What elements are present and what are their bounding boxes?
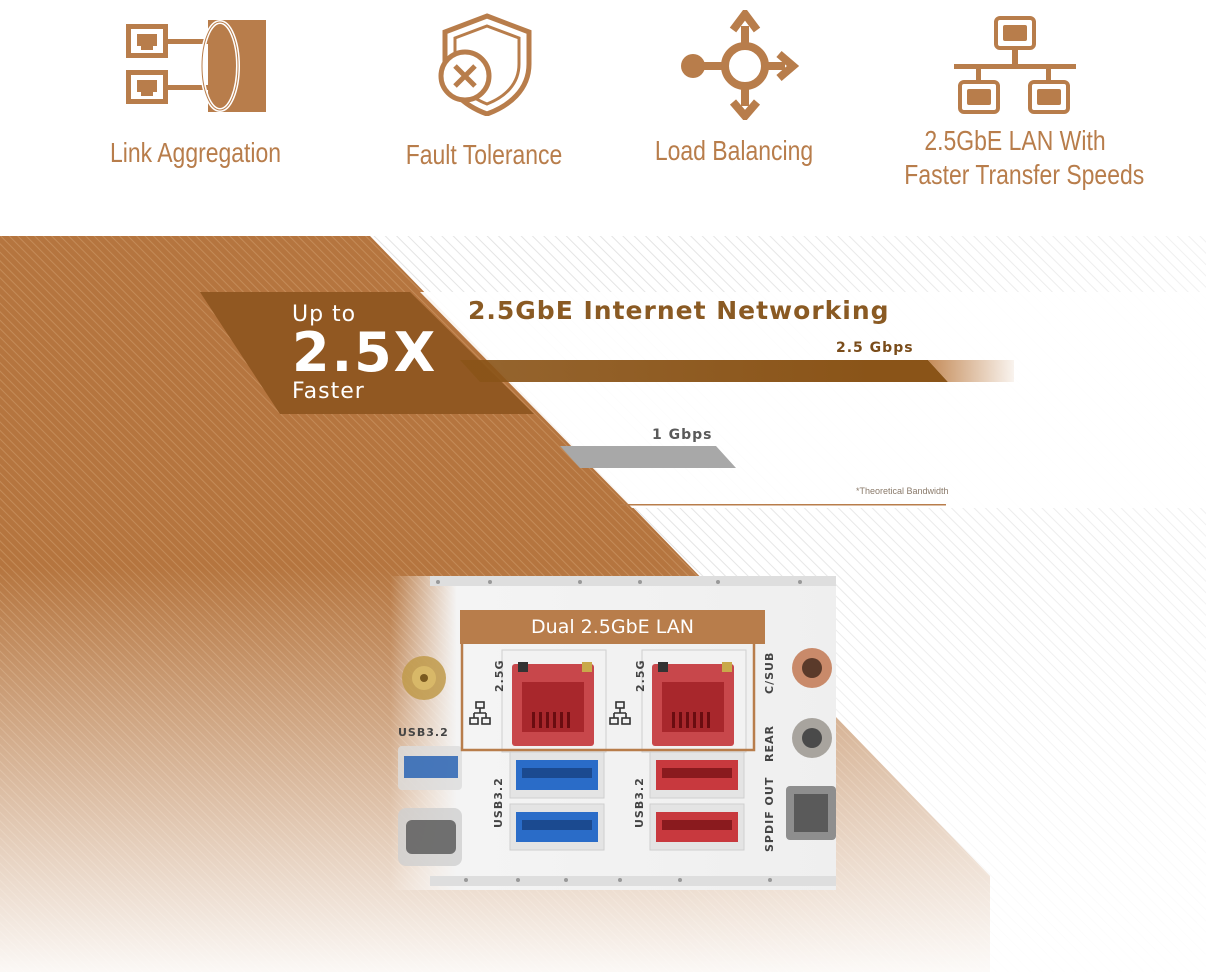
c-sub-label: C/SUB <box>763 651 776 694</box>
bar-label-1: 1 Gbps <box>652 427 713 443</box>
feature-load-balancing: Load Balancing <box>634 10 834 168</box>
feature-label: Fault Tolerance <box>405 139 563 170</box>
bandwidth-bars <box>460 360 1014 506</box>
load-balancing-icon <box>681 10 799 120</box>
badge-multiplier: 2.5X <box>292 321 438 384</box>
speed-badge: Up to 2.5X Faster <box>292 302 437 404</box>
baseline-rule <box>620 504 946 506</box>
bar-1-gbps <box>560 446 736 468</box>
feature-fault-tolerance: Fault Tolerance <box>384 12 584 172</box>
rear-label: REAR <box>763 725 776 762</box>
theoretical-note: *Theoretical Bandwidth <box>856 486 949 496</box>
usb-left-label: USB3.2 <box>492 777 505 828</box>
lan2-speed-label: 2.5G <box>634 659 647 692</box>
usb-edge-label: USB3.2 <box>398 726 449 739</box>
badge-faster: Faster <box>292 379 365 404</box>
feature-row: Link Aggregation Fault Tolerance Load Ba… <box>0 0 1206 230</box>
usb-right-label: USB3.2 <box>633 777 646 828</box>
shield-x-icon <box>438 13 532 116</box>
feature-lan-speed: 2.5GbE LAN With Faster Transfer Speeds <box>880 14 1150 192</box>
lan1-speed-label: 2.5G <box>493 659 506 692</box>
feature-label: Load Balancing <box>654 135 814 166</box>
bar-2-5-gbps-tail <box>928 360 1014 382</box>
link-aggregation-icon <box>126 20 266 112</box>
comparison-title: 2.5GbE Internet Networking <box>468 296 890 325</box>
badge-up-to: Up to <box>292 302 357 327</box>
bar-label-2-5: 2.5 Gbps <box>836 340 914 356</box>
network-tree-icon <box>954 16 1076 114</box>
feature-label-line2: Faster Transfer Speeds <box>904 159 1145 190</box>
dual-lan-title: Dual 2.5GbE LAN <box>460 610 765 644</box>
feature-label-line1: 2.5GbE LAN With <box>924 125 1106 156</box>
bar-2-5-gbps <box>460 360 948 382</box>
feature-link-aggregation: Link Aggregation <box>92 16 292 170</box>
spdif-label: SPDIF OUT <box>763 776 776 852</box>
feature-label: Link Aggregation <box>110 137 282 168</box>
speed-badge-shape <box>200 292 534 414</box>
